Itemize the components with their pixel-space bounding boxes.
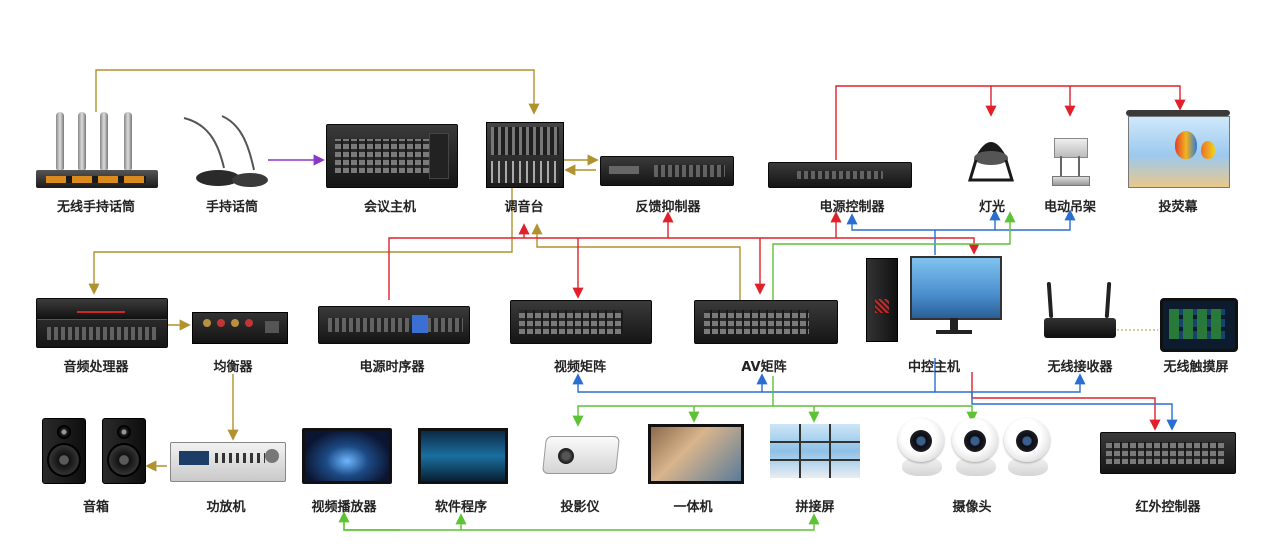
- wire-to-player: [338, 511, 400, 531]
- all-in-one-icon: [648, 424, 744, 484]
- audio-processor-icon: [36, 298, 168, 348]
- label-video-matrix: 视频矩阵: [553, 360, 607, 375]
- label-projection-screen: 投荧幕: [1158, 200, 1198, 215]
- label-wireless-touchscreen: 无线触摸屏: [1163, 360, 1229, 375]
- mixer-icon: [486, 122, 564, 188]
- label-wireless-receiver: 无线接收器: [1047, 360, 1113, 375]
- speaker-icon: [42, 418, 148, 484]
- wire-host-to-receiver: [935, 373, 1086, 393]
- wire-power-to-screen: [991, 85, 1186, 111]
- label-light: 灯光: [978, 200, 1006, 215]
- video-matrix-icon: [510, 300, 652, 344]
- label-audio-processor: 音频处理器: [63, 360, 129, 375]
- label-feedback-suppressor: 反馈抑制器: [635, 200, 701, 215]
- wire-sequencer-to-row: [388, 237, 980, 300]
- label-camera: 摄像头: [952, 500, 992, 515]
- wire-av-to-lightlift: [772, 211, 1016, 300]
- software-icon: [418, 428, 508, 484]
- wireless-touchscreen-icon: [1160, 298, 1238, 352]
- wire-bottom-to-splice: [461, 513, 820, 531]
- label-all-in-one: 一体机: [673, 500, 713, 515]
- gooseneck-mic-icon: [183, 115, 268, 187]
- splicing-screen-icon: [770, 424, 860, 478]
- electric-lift-icon: [1050, 138, 1090, 186]
- wire-host-to-ir-blue: [971, 392, 1178, 431]
- camera-icon: [896, 414, 1050, 480]
- label-central-host: 中控主机: [907, 360, 961, 375]
- label-gooseneck-mic: 手持话筒: [205, 200, 259, 215]
- video-player-icon: [302, 428, 392, 484]
- wire-mixer-to-processor: [88, 188, 513, 295]
- amplifier-icon: [170, 442, 286, 482]
- central-host-icon: [866, 254, 1002, 342]
- wireless-mic-icon: [36, 108, 158, 188]
- label-speaker: 音箱: [82, 500, 110, 515]
- label-av-matrix: AV矩阵: [741, 360, 787, 375]
- label-power-sequencer: 电源时序器: [359, 360, 425, 375]
- projection-screen-icon: [1126, 110, 1230, 188]
- equalizer-icon: [192, 312, 288, 344]
- feedback-suppressor-icon: [600, 156, 734, 186]
- conference-host-icon: [326, 124, 458, 188]
- wire-host-to-ir: [971, 372, 1161, 431]
- label-wireless-mic: 无线手持话筒: [56, 200, 136, 215]
- label-power-controller: 电源控制器: [819, 200, 885, 215]
- label-ir-controller: 红外控制器: [1135, 500, 1201, 515]
- wire-player-to-software: [343, 513, 467, 531]
- label-projector: 投影仪: [560, 500, 600, 515]
- ir-controller-icon: [1100, 432, 1236, 474]
- light-icon: [967, 142, 1015, 182]
- wire-av-down-bus: [772, 376, 978, 423]
- label-electric-lift: 电动吊架: [1043, 200, 1097, 215]
- wire-power-to-light: [835, 85, 997, 160]
- label-amplifier: 功放机: [206, 500, 246, 515]
- label-software: 软件程序: [434, 500, 488, 515]
- wire-av-to-mixer: [531, 223, 741, 300]
- label-splicing-screen: 拼接屏: [795, 500, 835, 515]
- wire-host-to-control-row: [846, 213, 936, 255]
- label-video-player: 视频播放器: [311, 500, 377, 515]
- av-matrix-icon: [694, 300, 838, 344]
- wire-host-to-videomatrix: [572, 358, 936, 393]
- wire-host-to-lift: [995, 209, 1076, 231]
- wire-av-to-projector: [572, 405, 773, 427]
- label-conference-host: 会议主机: [363, 200, 417, 215]
- wire-mic-to-mixer: [95, 69, 540, 115]
- label-equalizer: 均衡器: [213, 360, 253, 375]
- projector-icon: [540, 432, 620, 478]
- power-controller-icon: [768, 162, 912, 188]
- label-mixer: 调音台: [504, 200, 544, 215]
- power-sequencer-icon: [318, 306, 470, 344]
- wireless-receiver-icon: [1044, 281, 1116, 340]
